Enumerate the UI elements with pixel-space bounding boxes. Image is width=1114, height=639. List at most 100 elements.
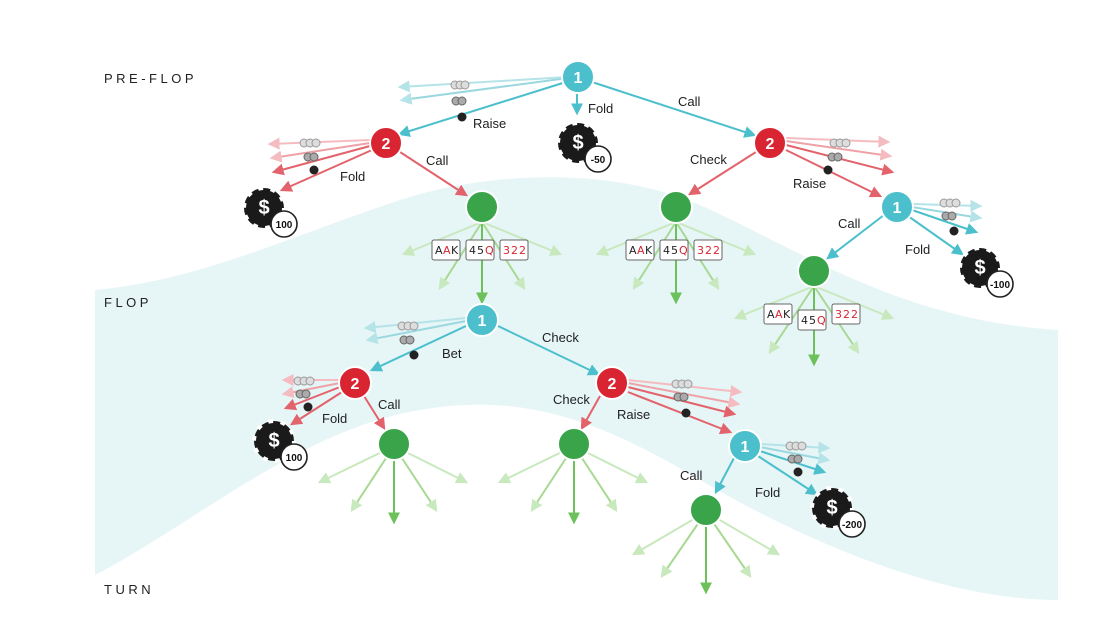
card-rank: 3: [697, 244, 704, 257]
dollar-icon: $: [826, 497, 837, 519]
label-raise: Raise: [793, 176, 826, 191]
chip-stack: [295, 389, 311, 399]
card-rank: A: [637, 244, 645, 257]
node-label: 2: [351, 376, 360, 393]
label-fold: Fold: [588, 101, 613, 116]
card-rank: A: [767, 308, 775, 321]
payoff-chip: $ 100: [252, 419, 308, 471]
stage-labels: PRE-FLOP FLOP TURN: [104, 71, 197, 597]
card-rank: Q: [679, 244, 688, 257]
card-group: A A K 4 5 Q 3 2 2: [763, 303, 861, 331]
node-label: 1: [478, 313, 487, 330]
node-fl1b: 1: [728, 429, 762, 463]
label-call: Call: [378, 397, 401, 412]
node-fl1: 1: [465, 303, 499, 337]
chip-stack: [299, 138, 321, 148]
card-rank: 4: [663, 244, 670, 257]
card-rank: K: [451, 244, 459, 257]
node-pf1: 1: [561, 60, 595, 94]
card-rank: A: [443, 244, 451, 257]
payoff-value: -200: [842, 520, 862, 531]
payoff-value: 100: [286, 453, 303, 464]
chance-node: [465, 190, 499, 224]
player-nodes: 1 2 2 1 1 2 2 1: [338, 60, 914, 463]
node-pf2b: 2: [753, 126, 787, 160]
chance-node: [557, 427, 591, 461]
label-raise: Raise: [617, 407, 650, 422]
label-bet: Bet: [442, 346, 462, 361]
payoff-chip: $ -200: [810, 486, 866, 538]
label-fold: Fold: [340, 169, 365, 184]
chance-node: [689, 493, 723, 527]
card-groups: A A K 4 5 Q 3 2 2 A A K 4 5 Q 3 2 2: [431, 239, 861, 331]
label-check: Check: [542, 330, 579, 345]
chip-stack: [293, 376, 315, 386]
card-rank: A: [435, 244, 443, 257]
card-rank: A: [775, 308, 783, 321]
card-rank: K: [783, 308, 791, 321]
chip-stack: [673, 392, 689, 402]
chip-stack: [787, 454, 803, 464]
payoff-chips: $ -50 $ 100 $ -100 $ 100 $: [242, 121, 1014, 538]
card-rank: Q: [485, 244, 494, 257]
chip-stack: [671, 379, 693, 389]
label-fold: Fold: [755, 485, 780, 500]
card-rank: 4: [801, 314, 808, 327]
chip-single: [457, 112, 467, 122]
card-rank: K: [645, 244, 653, 257]
node-label: 1: [574, 70, 583, 87]
node-label: 2: [608, 376, 617, 393]
node-pf1b: 1: [880, 190, 914, 224]
chip-single: [681, 408, 691, 418]
node-label: 1: [893, 200, 902, 217]
chip-single: [949, 226, 959, 236]
card-rank: 5: [671, 244, 678, 257]
fl2a-edges: [281, 374, 386, 431]
label-call: Call: [678, 94, 701, 109]
card-rank: 2: [713, 244, 720, 257]
chip-single: [303, 402, 313, 412]
node-fl2b: 2: [595, 366, 629, 400]
payoff-chip: $ -100: [958, 246, 1014, 298]
payoff-value: -100: [990, 280, 1010, 291]
pf1-edges: [397, 76, 757, 138]
chip-single: [793, 467, 803, 477]
payoff-value: -50: [591, 155, 606, 166]
card-rank: 3: [835, 308, 842, 321]
dollar-icon: $: [572, 132, 583, 154]
card-group: A A K 4 5 Q 3 2 2: [625, 239, 723, 261]
dollar-icon: $: [268, 430, 279, 452]
chance-b-edges: [595, 221, 757, 305]
stage-label-flop: FLOP: [104, 295, 152, 310]
node-label: 2: [382, 136, 391, 153]
card-rank: 2: [519, 244, 526, 257]
dollar-icon: $: [974, 257, 985, 279]
label-call: Call: [680, 468, 703, 483]
stage-label-preflop: PRE-FLOP: [104, 71, 197, 86]
turn-band: [95, 404, 1058, 600]
action-labels: Raise Fold Call Call Fold Check Raise Ca…: [322, 94, 930, 500]
node-label: 1: [741, 439, 750, 456]
chip-stack: [303, 152, 319, 162]
card-rank: Q: [817, 314, 826, 327]
label-fold: Fold: [322, 411, 347, 426]
card-rank: A: [629, 244, 637, 257]
chip-single: [309, 165, 319, 175]
chip-stack: [399, 335, 415, 345]
stage-label-turn: TURN: [104, 582, 154, 597]
label-call: Call: [426, 153, 449, 168]
chip-single: [409, 350, 419, 360]
payoff-value: 100: [276, 220, 293, 231]
node-pf2a: 2: [369, 126, 403, 160]
label-check: Check: [690, 152, 727, 167]
node-label: 2: [766, 136, 775, 153]
card-group: A A K 4 5 Q 3 2 2: [431, 239, 529, 261]
card-rank: 4: [469, 244, 476, 257]
label-raise: Raise: [473, 116, 506, 131]
payoff-chip: $ -50: [556, 121, 612, 173]
chance-node: [377, 427, 411, 461]
card-rank: 5: [809, 314, 816, 327]
label-check: Check: [553, 392, 590, 407]
pf2b-edges: [687, 135, 895, 198]
